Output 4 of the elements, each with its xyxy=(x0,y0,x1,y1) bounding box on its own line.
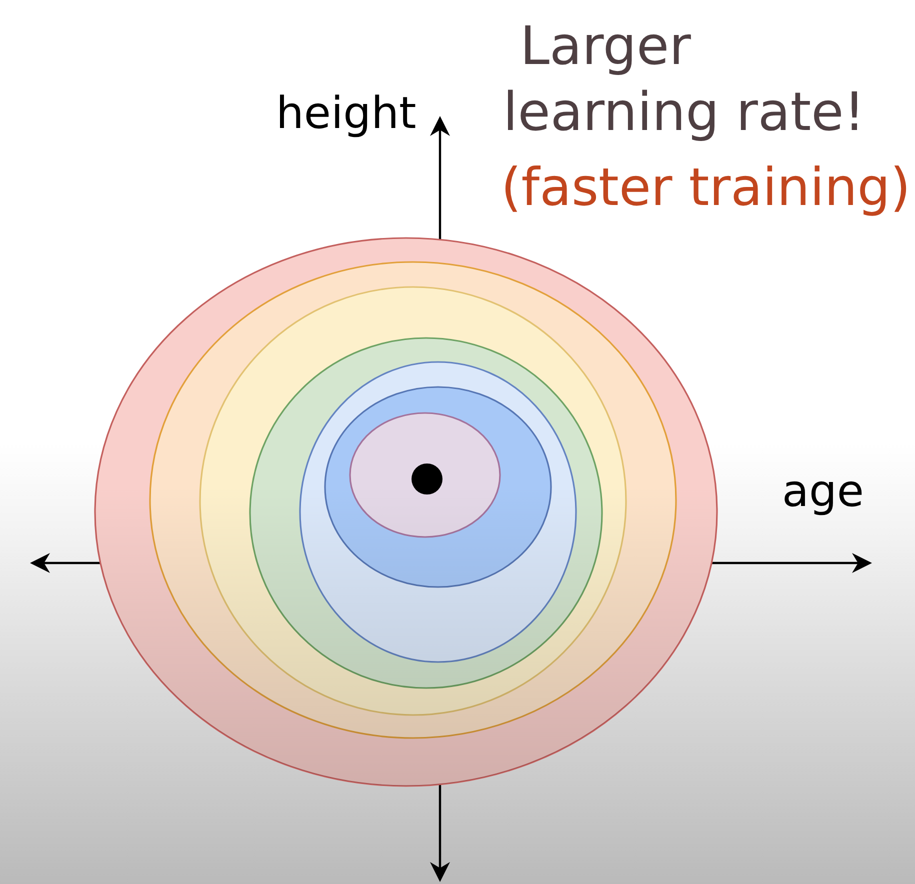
axis-label: age xyxy=(782,466,864,517)
axis-label: height xyxy=(276,88,416,139)
annotation-text: (faster training) xyxy=(501,158,911,218)
annotation-text: Larger learning rate! xyxy=(503,15,866,145)
